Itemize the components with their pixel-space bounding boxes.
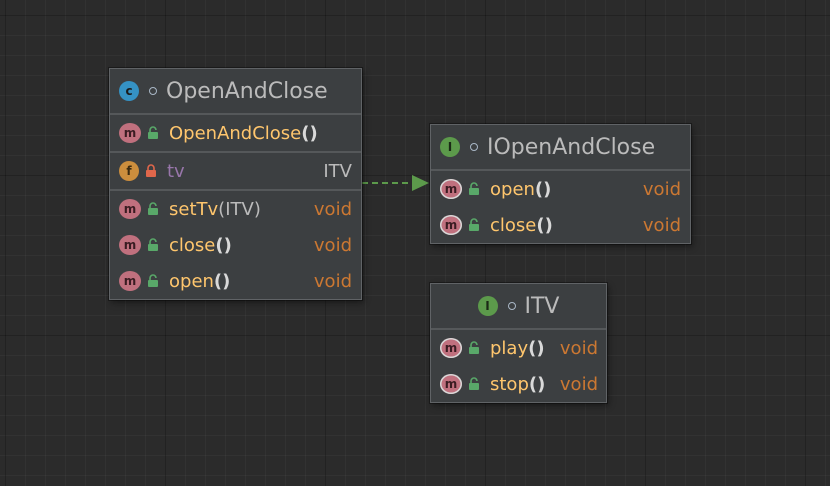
method-return-type: void: [642, 178, 681, 200]
constructor-name: OpenAndClose(): [169, 122, 318, 144]
public-unlocked-icon: [147, 238, 159, 252]
public-unlocked-icon: [147, 126, 159, 140]
private-lock-icon: [145, 164, 157, 178]
method-name: close(): [169, 234, 232, 256]
public-unlocked-icon: [468, 218, 480, 232]
field-section: f tv ITV: [110, 153, 361, 191]
abstract-method-icon: m: [440, 179, 462, 199]
field-type: ITV: [323, 160, 352, 182]
realization-arrowhead: [412, 175, 429, 191]
method-row-stop[interactable]: m stop() void: [431, 366, 606, 402]
method-icon: m: [119, 235, 141, 255]
interface-title: IOpenAndClose: [487, 134, 656, 160]
class-header[interactable]: c OpenAndClose: [110, 69, 361, 115]
method-name: open(): [490, 178, 552, 200]
method-return-type: void: [642, 214, 681, 236]
package-visibility-icon: [470, 143, 478, 151]
interface-node-iopenandclose[interactable]: I IOpenAndClose m open() void: [430, 124, 691, 244]
abstract-method-icon: m: [440, 374, 462, 394]
interface-kind-icon: I: [440, 137, 460, 157]
methods-section: m open() void m: [431, 171, 690, 243]
method-row-play[interactable]: m play() void: [431, 330, 606, 366]
package-visibility-icon: [149, 87, 157, 95]
field-icon: f: [119, 161, 139, 181]
interface-node-itv[interactable]: I ITV m play() void m: [430, 283, 607, 403]
interface-title: ITV: [524, 293, 560, 319]
methods-section: m setTv(ITV) void m: [110, 191, 361, 299]
method-name: open(): [169, 270, 231, 292]
method-row-open[interactable]: m open() void: [110, 263, 361, 299]
method-row-close[interactable]: m close() void: [431, 207, 690, 243]
public-unlocked-icon: [147, 274, 159, 288]
constructor-section: m OpenAndClose(): [110, 115, 361, 153]
method-name: setTv(ITV): [169, 198, 261, 220]
interface-header[interactable]: I ITV: [431, 284, 606, 330]
method-row-open[interactable]: m open() void: [431, 171, 690, 207]
public-unlocked-icon: [468, 377, 480, 391]
field-name: tv: [167, 160, 185, 182]
method-return-type: void: [313, 270, 352, 292]
field-row[interactable]: f tv ITV: [110, 153, 361, 189]
method-name: stop(): [490, 373, 546, 395]
methods-section: m play() void m: [431, 330, 606, 402]
method-icon: m: [119, 123, 141, 143]
method-return-type: void: [559, 373, 598, 395]
method-icon: m: [119, 199, 141, 219]
public-unlocked-icon: [468, 182, 480, 196]
method-name: close(): [490, 214, 553, 236]
public-unlocked-icon: [147, 202, 159, 216]
method-name: play(): [490, 337, 545, 359]
public-unlocked-icon: [468, 341, 480, 355]
method-icon: m: [119, 271, 141, 291]
abstract-method-icon: m: [440, 338, 462, 358]
constructor-row[interactable]: m OpenAndClose(): [110, 115, 361, 151]
method-return-type: void: [559, 337, 598, 359]
class-title: OpenAndClose: [166, 78, 328, 104]
package-visibility-icon: [507, 302, 516, 310]
method-return-type: void: [313, 198, 352, 220]
abstract-method-icon: m: [440, 215, 462, 235]
method-row-settv[interactable]: m setTv(ITV) void: [110, 191, 361, 227]
interface-header[interactable]: I IOpenAndClose: [431, 125, 690, 171]
class-node-open-and-close[interactable]: c OpenAndClose m OpenAndClose() f: [109, 68, 362, 300]
interface-kind-icon: I: [477, 296, 498, 316]
method-row-close[interactable]: m close() void: [110, 227, 361, 263]
class-kind-icon: c: [119, 81, 139, 101]
method-return-type: void: [313, 234, 352, 256]
